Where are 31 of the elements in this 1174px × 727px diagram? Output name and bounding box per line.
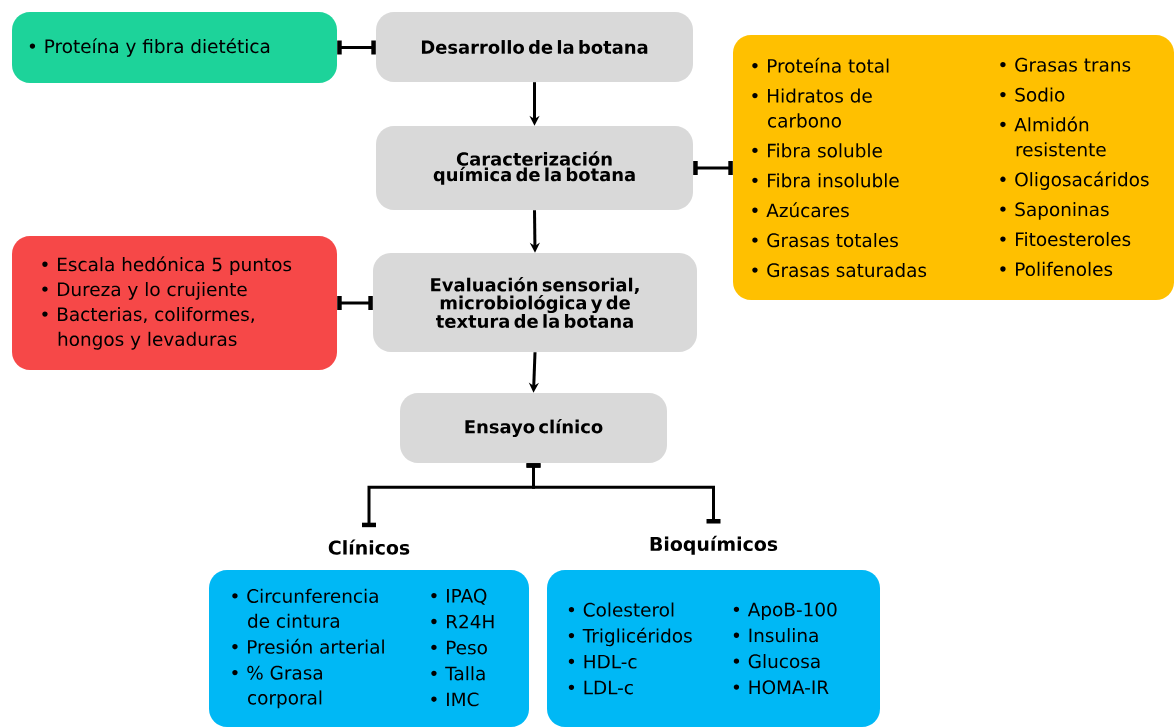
section-heading: Clínicos xyxy=(328,539,410,555)
node-label: • Triglicéridos xyxy=(568,627,692,647)
step-box: Ensayo clínico xyxy=(400,393,667,463)
step-box: Evaluación sensorial, microbiológica y de textura de la botana xyxy=(373,253,697,352)
section-heading: Bioquímicos xyxy=(650,535,778,555)
list-box: • Circunferencia de cintura • Presión arterial • % Grasa corporal • IPAQ • R24H • Peso • Talla • IMC xyxy=(209,570,529,727)
list-box: • Proteína y fibra dietética xyxy=(12,12,337,83)
node-label: • Insulina xyxy=(733,628,818,643)
node-label: • R24H xyxy=(431,614,494,629)
connector-line xyxy=(526,463,721,524)
node-label: • % Grasa corporal xyxy=(232,665,322,709)
node-label: • LDL-c xyxy=(568,680,633,695)
list-box: • Colesterol • Triglicéridos • HDL-c • LDL-c • ApoB-100 • Insulina • Glucosa • HOMA-IR xyxy=(547,570,880,727)
node-label: • IMC xyxy=(431,692,479,707)
node-label: • HDL-c xyxy=(568,654,637,669)
node-label: • Presión arterial xyxy=(232,638,384,654)
connector-line xyxy=(337,40,376,55)
node-label: • Talla xyxy=(431,666,485,681)
node-label: • Circunferencia de cintura xyxy=(232,588,378,628)
step-box: Caracterización química de la botana xyxy=(376,126,693,210)
step-box: Desarrollo de la botana xyxy=(376,12,693,82)
node-label: • ApoB-100 xyxy=(733,602,837,621)
connector-line xyxy=(337,296,373,310)
list-box: • Proteína total • Hidratos de carbono • Fibra soluble • Fibra insoluble • Azúcares • Grasas totales • Grasas saturadas • Grasas trans • Sodio • Almidón resistente • Oligosacáridos • Saponinas • Fitoesteroles • Polifenoles xyxy=(733,35,1174,300)
node-label: • Peso xyxy=(431,640,487,655)
node-label: • Glucosa xyxy=(733,653,820,669)
node-label: • Colesterol xyxy=(568,602,674,617)
list-box: • Escala hedónica 5 puntos • Dureza y lo crujiente • Bacterias, coliformes, hongos y levaduras xyxy=(12,236,337,370)
connector-line xyxy=(693,161,733,175)
node-label: • IPAQ xyxy=(431,588,487,605)
node-label: • HOMA-IR xyxy=(733,680,829,695)
